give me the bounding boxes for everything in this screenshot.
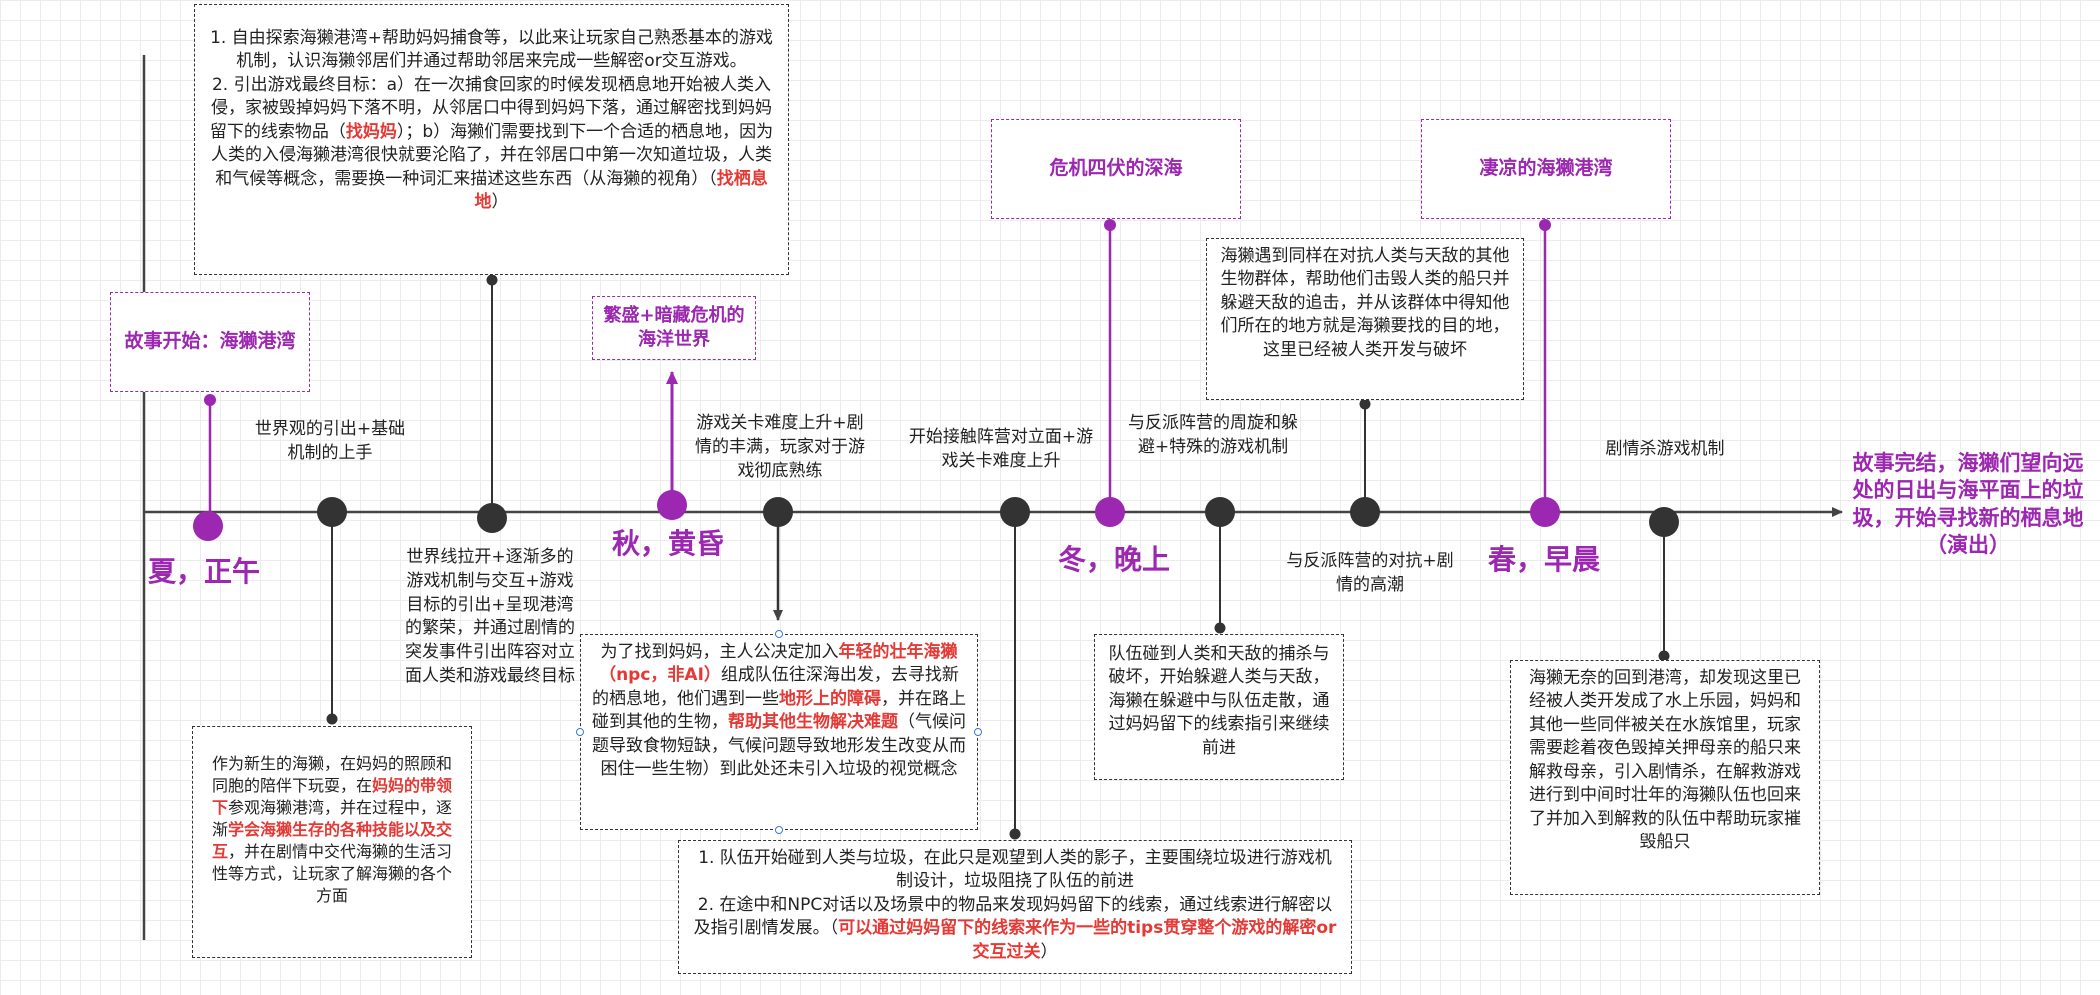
label-mainline: 世界线拉开+逐渐多的游戏机制与交互+游戏目标的引出+呈现港湾的繁荣，并通过剧情的… bbox=[405, 547, 575, 686]
label-maneuver: 与反派阵营的周旋和躲避+特殊的游戏机制 bbox=[1128, 413, 1298, 457]
node-winter bbox=[1095, 497, 1125, 527]
selection-handle-top[interactable] bbox=[775, 630, 783, 638]
label-opposing: 开始接触阵营对立面+游戏关卡难度上升 bbox=[908, 427, 1094, 471]
node-6 bbox=[1350, 497, 1380, 527]
header-story-start: 故事开始：海獭港湾 bbox=[110, 292, 310, 392]
header-ocean-world: 繁盛+暗藏危机的海洋世界 bbox=[592, 296, 756, 360]
node-1 bbox=[317, 497, 347, 527]
node-7 bbox=[1649, 507, 1679, 537]
finale-text: 故事完结，海獭们望向远处的日出与海平面上的垃圾，开始寻找新的栖息地（演出） bbox=[1852, 451, 2084, 557]
box-explore-goals: 1. 自由探索海獭港湾+帮助妈妈捕食等，以此来让玩家自己熟悉基本的游戏机制，认识… bbox=[194, 4, 789, 275]
selection-handle-bottom[interactable] bbox=[775, 826, 783, 834]
label-kill: 剧情杀游戏机制 bbox=[1605, 439, 1725, 459]
node-5 bbox=[1205, 497, 1235, 527]
node-autumn bbox=[657, 490, 687, 520]
season-winter: 冬，晚上 bbox=[1058, 543, 1171, 576]
season-spring: 春，早晨 bbox=[1488, 543, 1601, 576]
season-autumn: 秋，黄昏 bbox=[612, 527, 725, 560]
box-return-bay: 海獭无奈的回到港湾，却发现这里已经被人类开发成了水上乐园，妈妈和其他一些同伴被关… bbox=[1510, 660, 1820, 895]
node-2 bbox=[477, 503, 507, 533]
header-deep-sea: 危机四伏的深海 bbox=[991, 119, 1241, 219]
selection-handle-right[interactable] bbox=[974, 728, 982, 736]
season-summer: 夏，正午 bbox=[148, 555, 261, 588]
box-newborn: 作为新生的海獭，在妈妈的照顾和同胞的陪伴下玩耍，在妈妈的带领下参观海獭港湾，并在… bbox=[192, 726, 472, 958]
label-difficulty: 游戏关卡难度上升+剧情的丰满，玩家对于游戏彻底熟练 bbox=[695, 413, 865, 481]
label-climax: 与反派阵营的对抗+剧情的高潮 bbox=[1286, 551, 1454, 595]
node-summer bbox=[193, 511, 223, 541]
box-captured: 队伍碰到人类和天敌的捕杀与破坏，开始躲避人类与天敌，海獭在躲避中与队伍走散，通过… bbox=[1094, 634, 1344, 780]
node-4 bbox=[1000, 497, 1030, 527]
header-desolate-bay: 凄凉的海獭港湾 bbox=[1421, 119, 1671, 219]
selection-handle-left[interactable] bbox=[576, 728, 584, 736]
node-3 bbox=[763, 497, 793, 527]
box-humans-garbage: 1. 队伍开始碰到人类与垃圾，在此只是观望到人类的影子，主要围绕垃圾进行游戏机制… bbox=[678, 840, 1352, 974]
box-allies: 海獭遇到同样在对抗人类与天敌的其他生物群体，帮助他们击毁人类的船只并躲避天敌的追… bbox=[1206, 238, 1524, 400]
node-spring bbox=[1530, 497, 1560, 527]
box-team-journey: 为了找到妈妈，主人公决定加入年轻的壮年海獭（npc，非AI）组成队伍往深海出发，… bbox=[580, 634, 978, 830]
label-worldview: 世界观的引出+基础机制的上手 bbox=[254, 419, 406, 463]
